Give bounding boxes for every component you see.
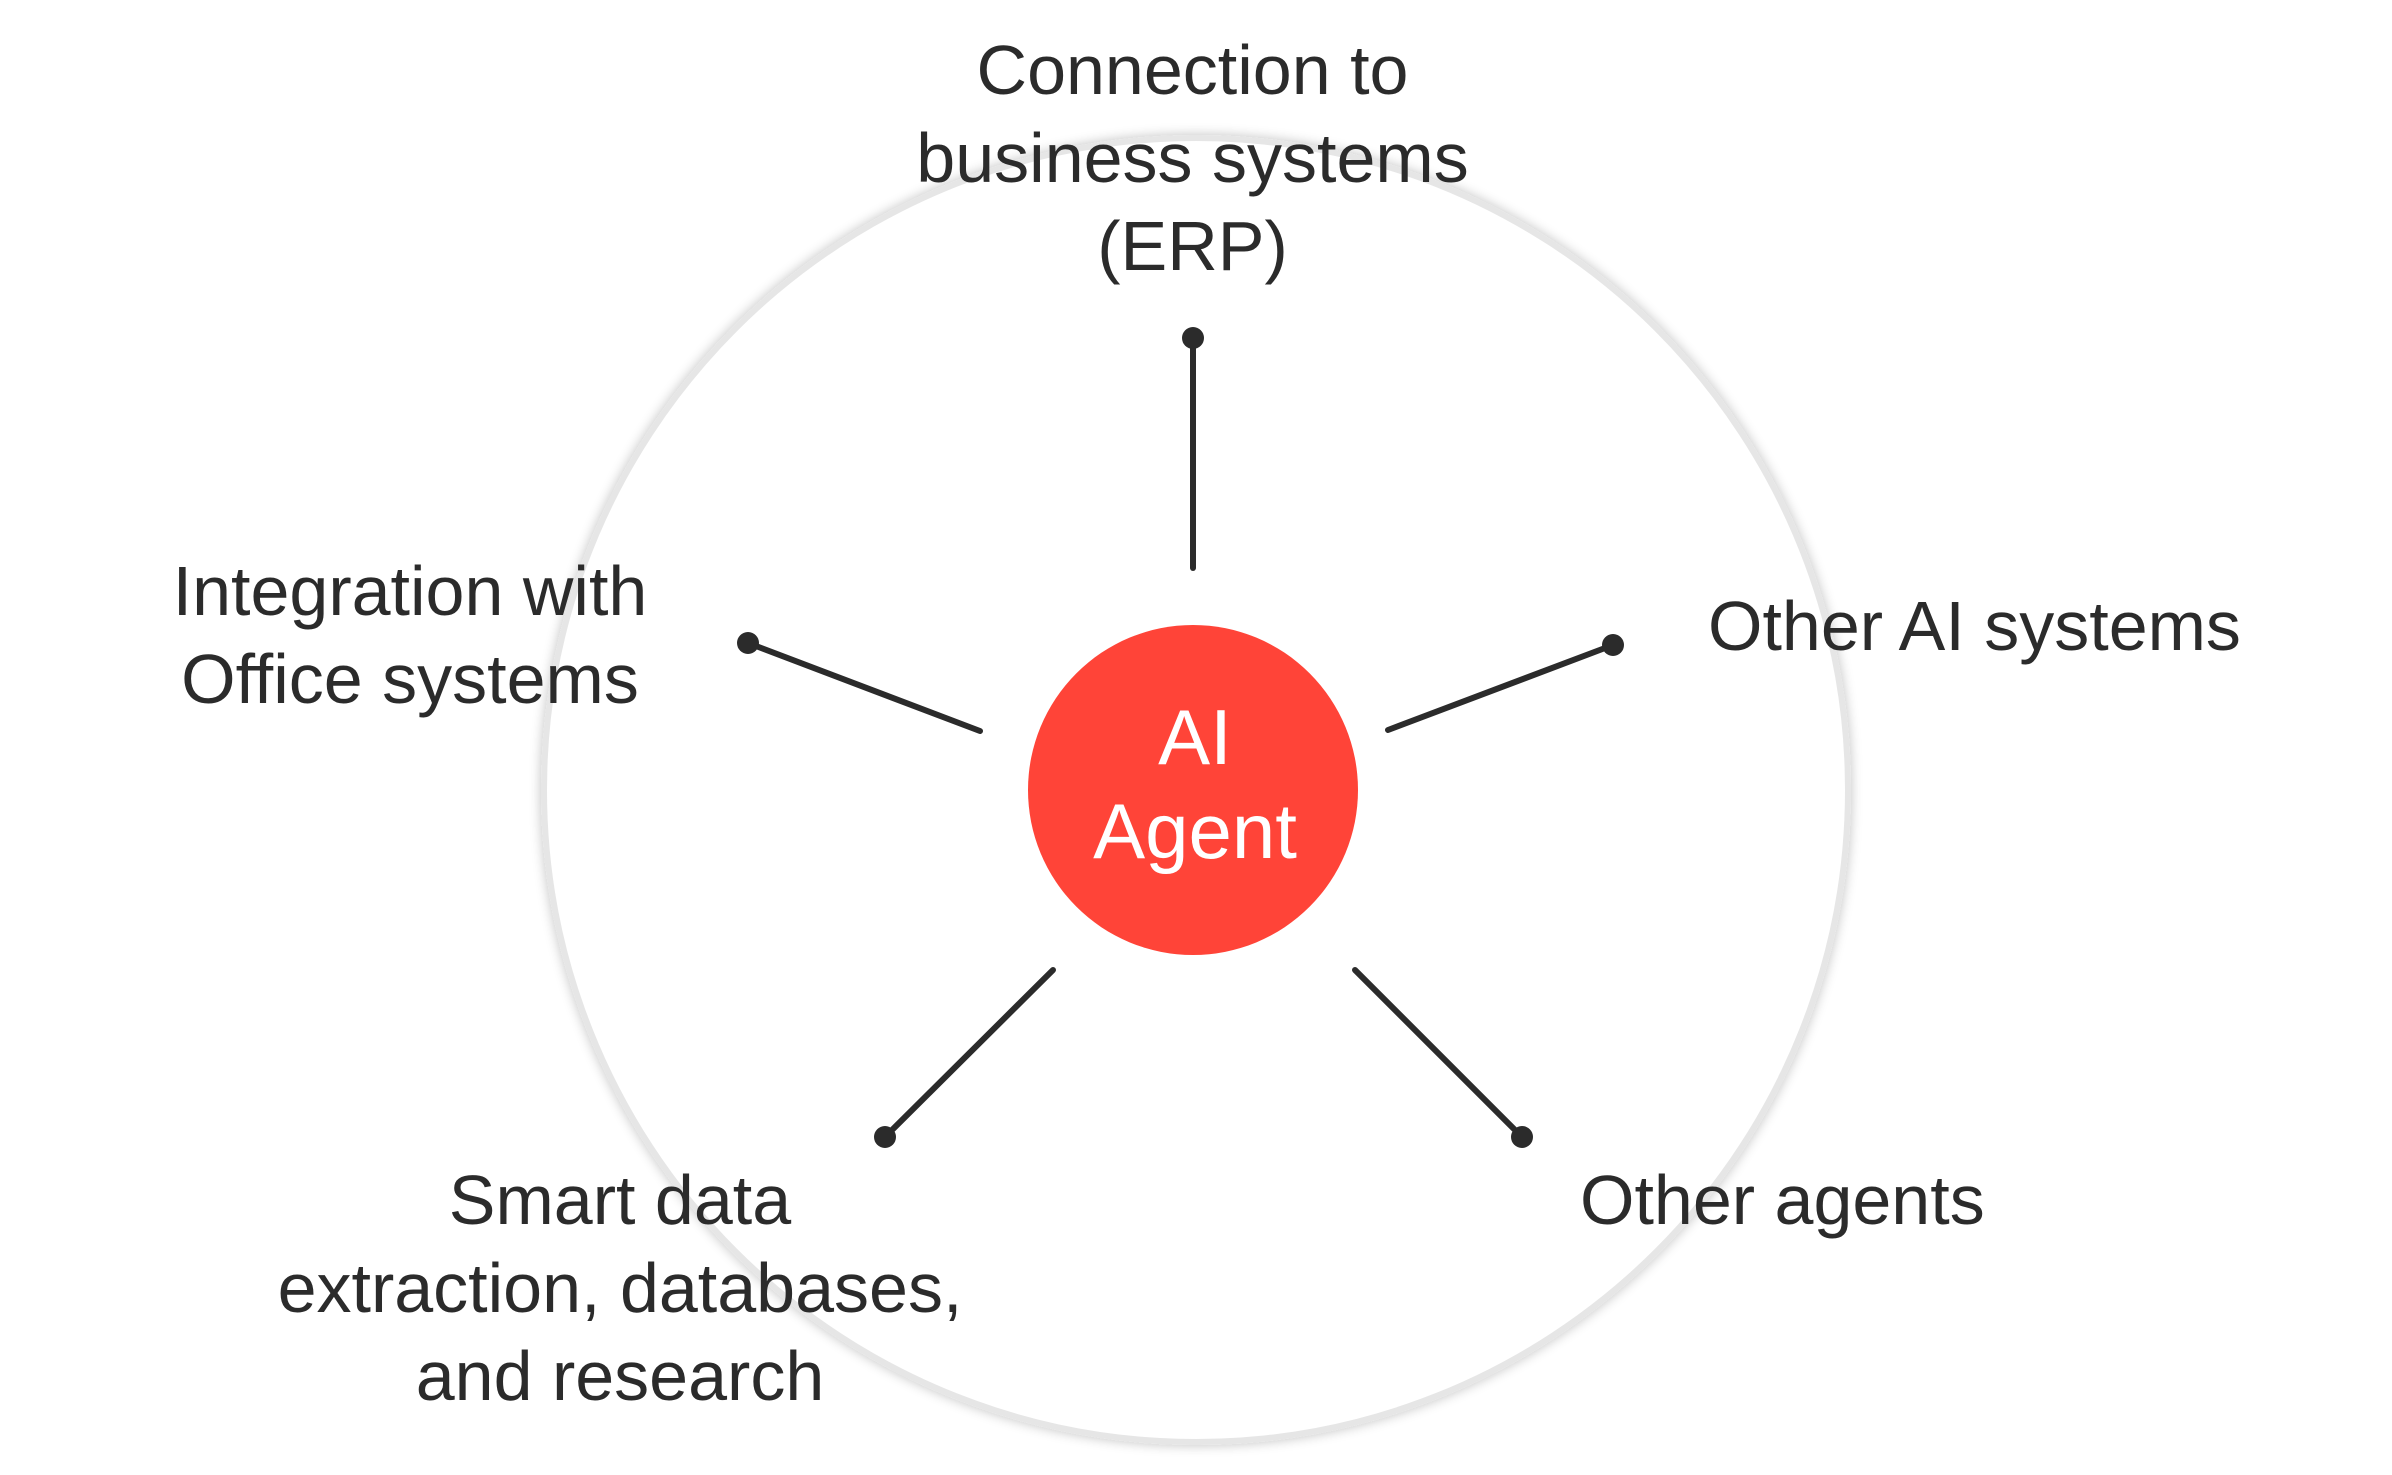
node-label-left: Integration with Office systems [172, 552, 648, 718]
connector-bottom-left [882, 967, 1056, 1140]
node-label-bottom-left: Smart data extraction, databases, and re… [277, 1161, 963, 1415]
node-label-bottom-right: Other agents [1580, 1161, 1985, 1239]
connector-left-dot [737, 632, 759, 654]
node-label-right: Other AI systems [1708, 587, 2241, 665]
connector-right-dot [1602, 634, 1624, 656]
connectors [737, 327, 1624, 1148]
connector-top-dot [1182, 327, 1204, 349]
node-label-top: Connection to business systems (ERP) [916, 31, 1469, 285]
ai-agent-node [1028, 625, 1358, 955]
connector-bottom-right-dot [1511, 1126, 1533, 1148]
connector-bottom-left-dot [874, 1126, 896, 1148]
connector-right [1385, 642, 1616, 733]
connector-bottom-right [1352, 967, 1525, 1140]
connector-left [745, 640, 983, 734]
ai-agent-label: AI Agent [1093, 693, 1297, 875]
